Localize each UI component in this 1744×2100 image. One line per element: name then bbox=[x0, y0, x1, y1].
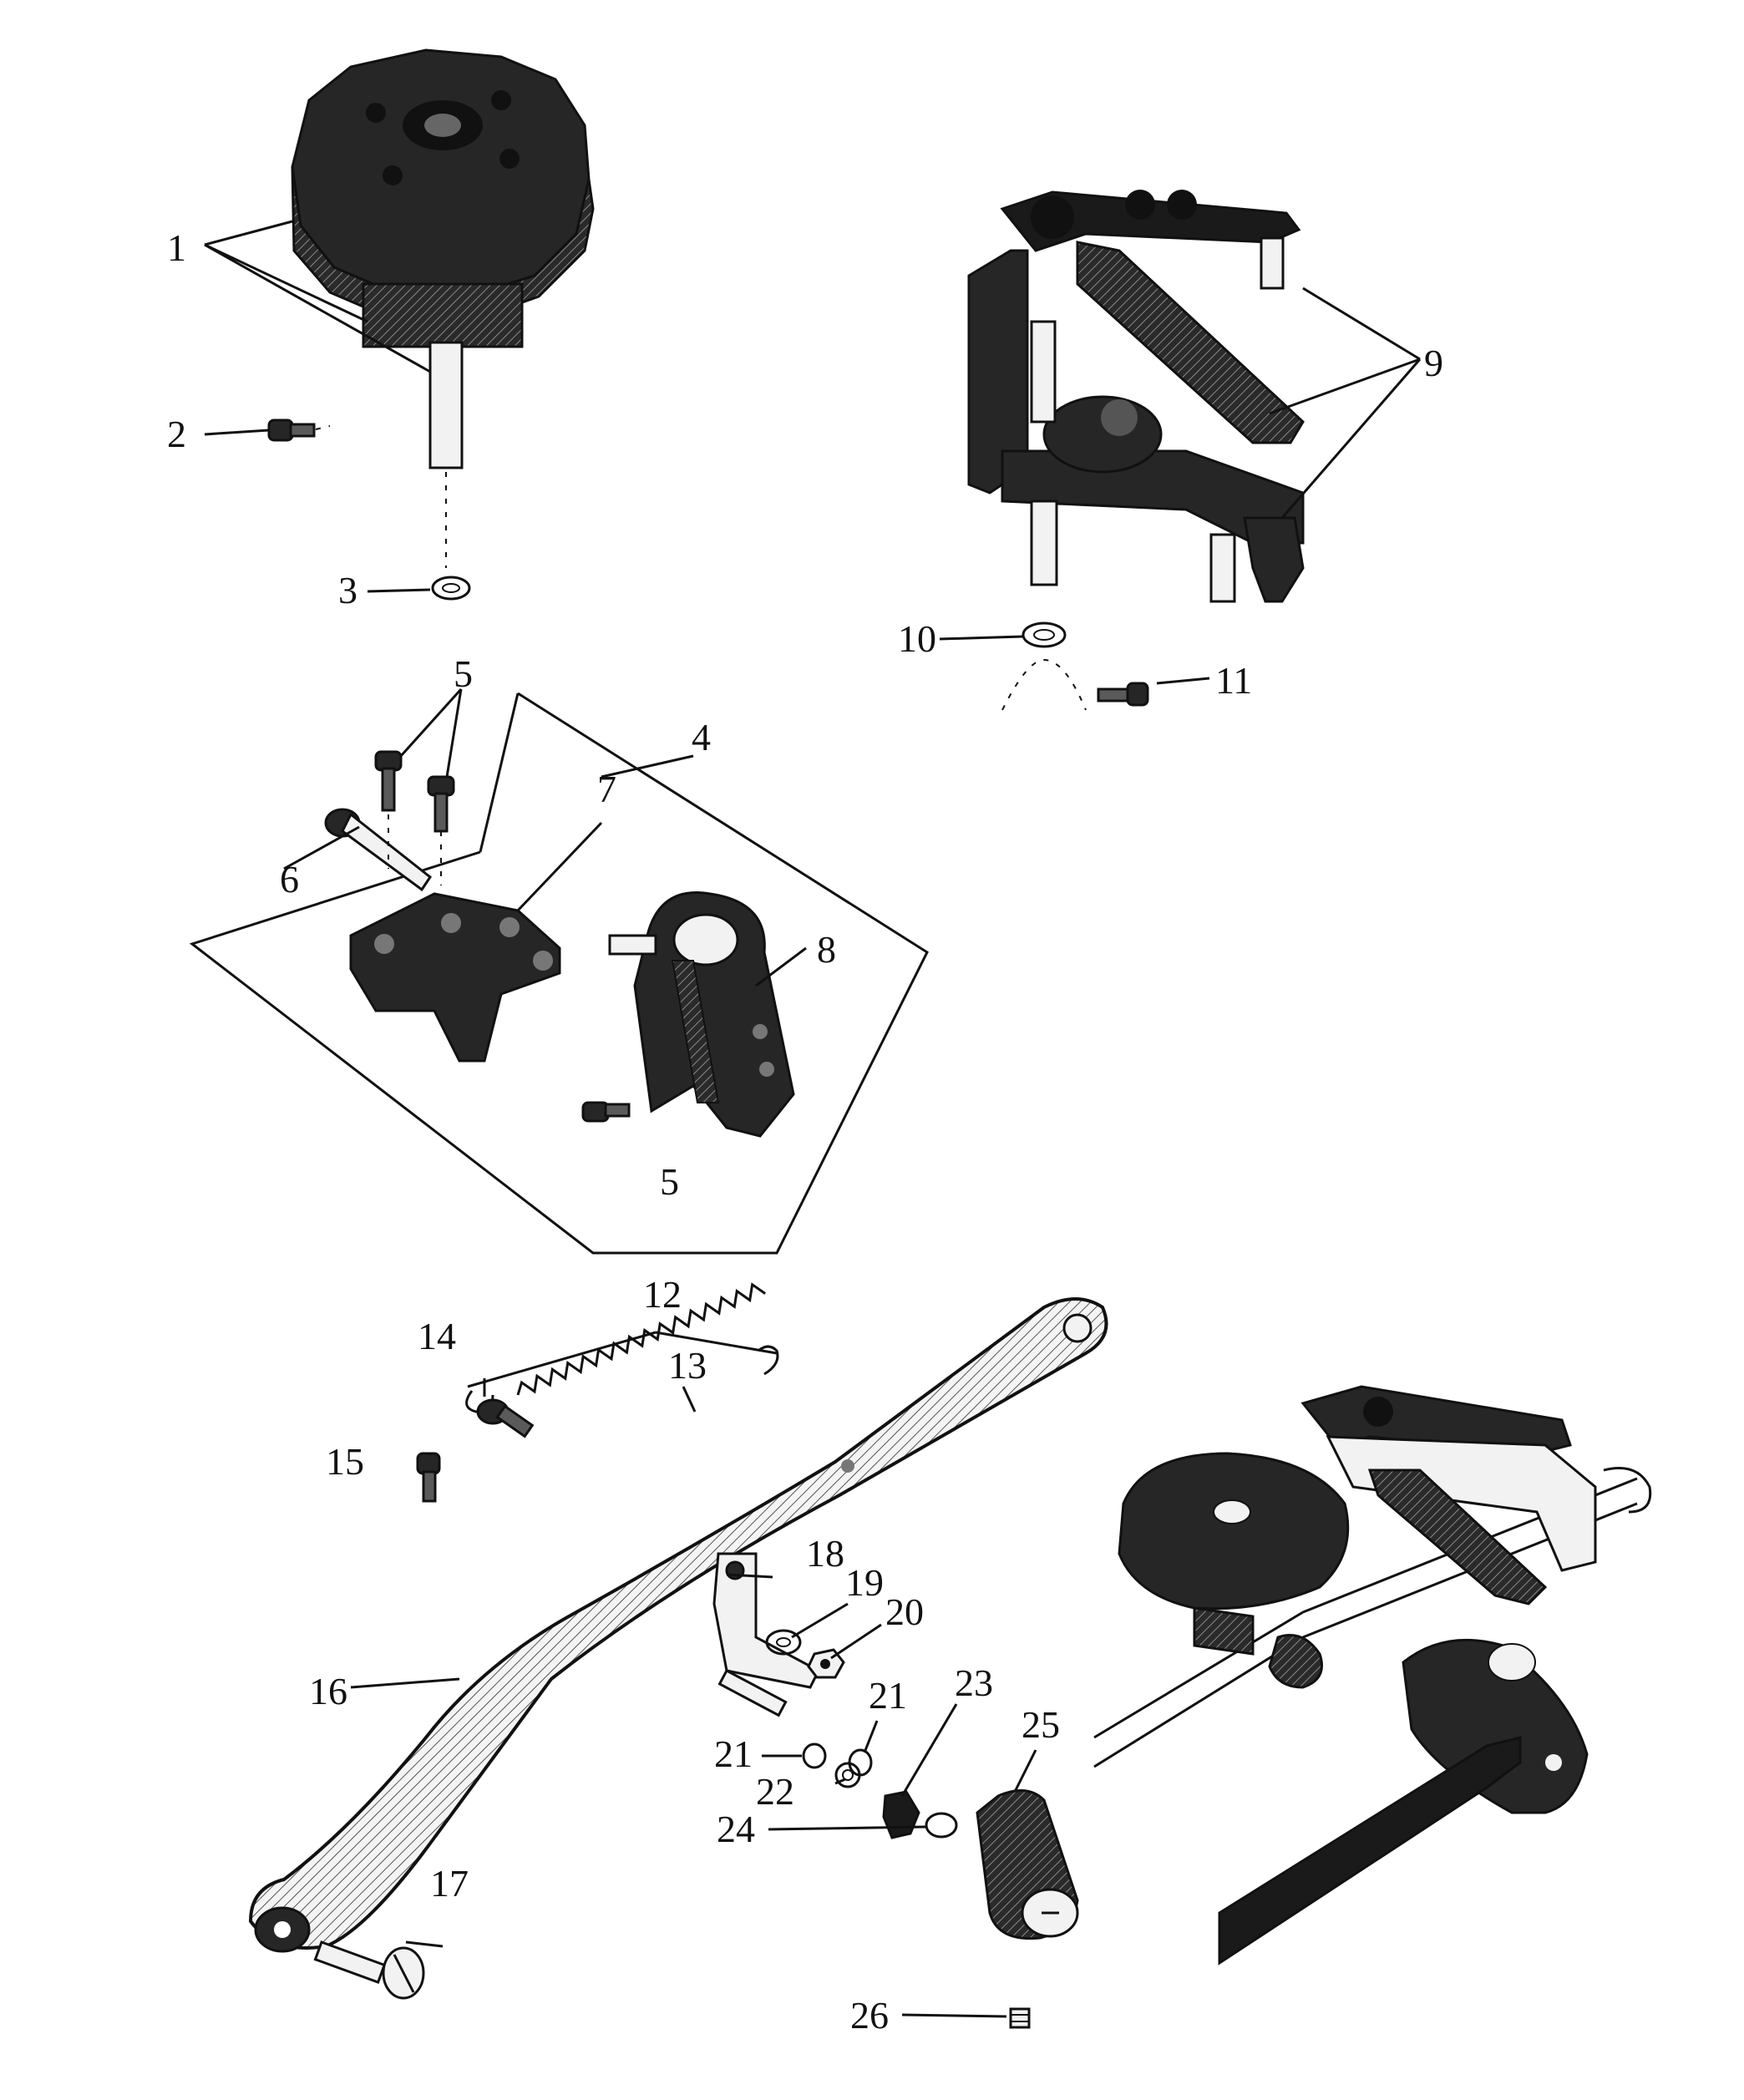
callout-24: 24 bbox=[717, 1808, 755, 1850]
callout-14: 14 bbox=[418, 1315, 456, 1357]
callout-23: 23 bbox=[955, 1661, 993, 1704]
callout-21-left: 21 bbox=[714, 1732, 753, 1775]
screw-part-14 bbox=[476, 1398, 535, 1438]
kit-outline-part-4 bbox=[189, 692, 929, 1255]
callout-19: 19 bbox=[845, 1561, 884, 1604]
callout-10: 10 bbox=[898, 617, 936, 660]
callout-1: 1 bbox=[167, 226, 186, 269]
callout-17: 17 bbox=[430, 1862, 469, 1905]
callout-26: 26 bbox=[850, 1994, 889, 2037]
screw-part-2 bbox=[267, 418, 331, 442]
callout-22: 22 bbox=[756, 1770, 794, 1813]
screw-part-5-lower bbox=[581, 1101, 631, 1123]
screw-part-11 bbox=[1097, 682, 1149, 707]
washer-part-24 bbox=[925, 1812, 958, 1839]
washer-part-22 bbox=[834, 1762, 861, 1788]
callout-9: 9 bbox=[1424, 342, 1443, 384]
callout-labels: 1 2 3 4 5 5 6 7 8 9 10 11 12 13 14 15 16… bbox=[167, 226, 1443, 2037]
callout-4: 4 bbox=[692, 716, 711, 758]
bracket-part-18 bbox=[712, 1552, 820, 1717]
screw-part-15 bbox=[416, 1452, 441, 1503]
callout-3: 3 bbox=[338, 569, 357, 611]
nut-part-23 bbox=[882, 1790, 920, 1839]
callout-6: 6 bbox=[280, 858, 299, 900]
callout-5-bottom: 5 bbox=[660, 1160, 679, 1203]
washer-part-10 bbox=[1001, 621, 1087, 711]
callout-21-right: 21 bbox=[869, 1674, 907, 1717]
lever-part-16 bbox=[248, 1297, 1108, 1953]
callout-12: 12 bbox=[643, 1273, 682, 1316]
leader-lines bbox=[204, 220, 1422, 2018]
callout-5-top: 5 bbox=[454, 652, 473, 695]
callout-15: 15 bbox=[326, 1440, 364, 1483]
callout-16: 16 bbox=[309, 1670, 347, 1712]
callout-8: 8 bbox=[817, 928, 836, 971]
washer-part-19 bbox=[765, 1629, 802, 1656]
knob-part-25 bbox=[976, 1789, 1079, 1940]
callout-11: 11 bbox=[1215, 659, 1252, 702]
bracket-assembly-part-9 bbox=[967, 190, 1305, 603]
washer-part-3 bbox=[431, 576, 471, 601]
pin-part-6 bbox=[324, 808, 433, 892]
callout-20: 20 bbox=[885, 1590, 924, 1633]
cam-stack-assembly bbox=[291, 48, 595, 568]
screw-part-26 bbox=[1009, 2007, 1031, 2029]
guide-part-8 bbox=[608, 891, 795, 1138]
callout-25: 25 bbox=[1022, 1703, 1060, 1746]
callout-13: 13 bbox=[668, 1344, 707, 1387]
assembled-view bbox=[1093, 1385, 1652, 1966]
callout-7: 7 bbox=[597, 768, 616, 810]
screws-part-5 bbox=[374, 750, 455, 885]
spring-part-13 bbox=[516, 1282, 766, 1396]
hooks-part-12 bbox=[465, 1345, 779, 1413]
screw-part-17 bbox=[313, 1940, 425, 2000]
callout-2: 2 bbox=[167, 413, 186, 455]
callout-18: 18 bbox=[806, 1532, 844, 1575]
block-part-7 bbox=[349, 892, 561, 1063]
